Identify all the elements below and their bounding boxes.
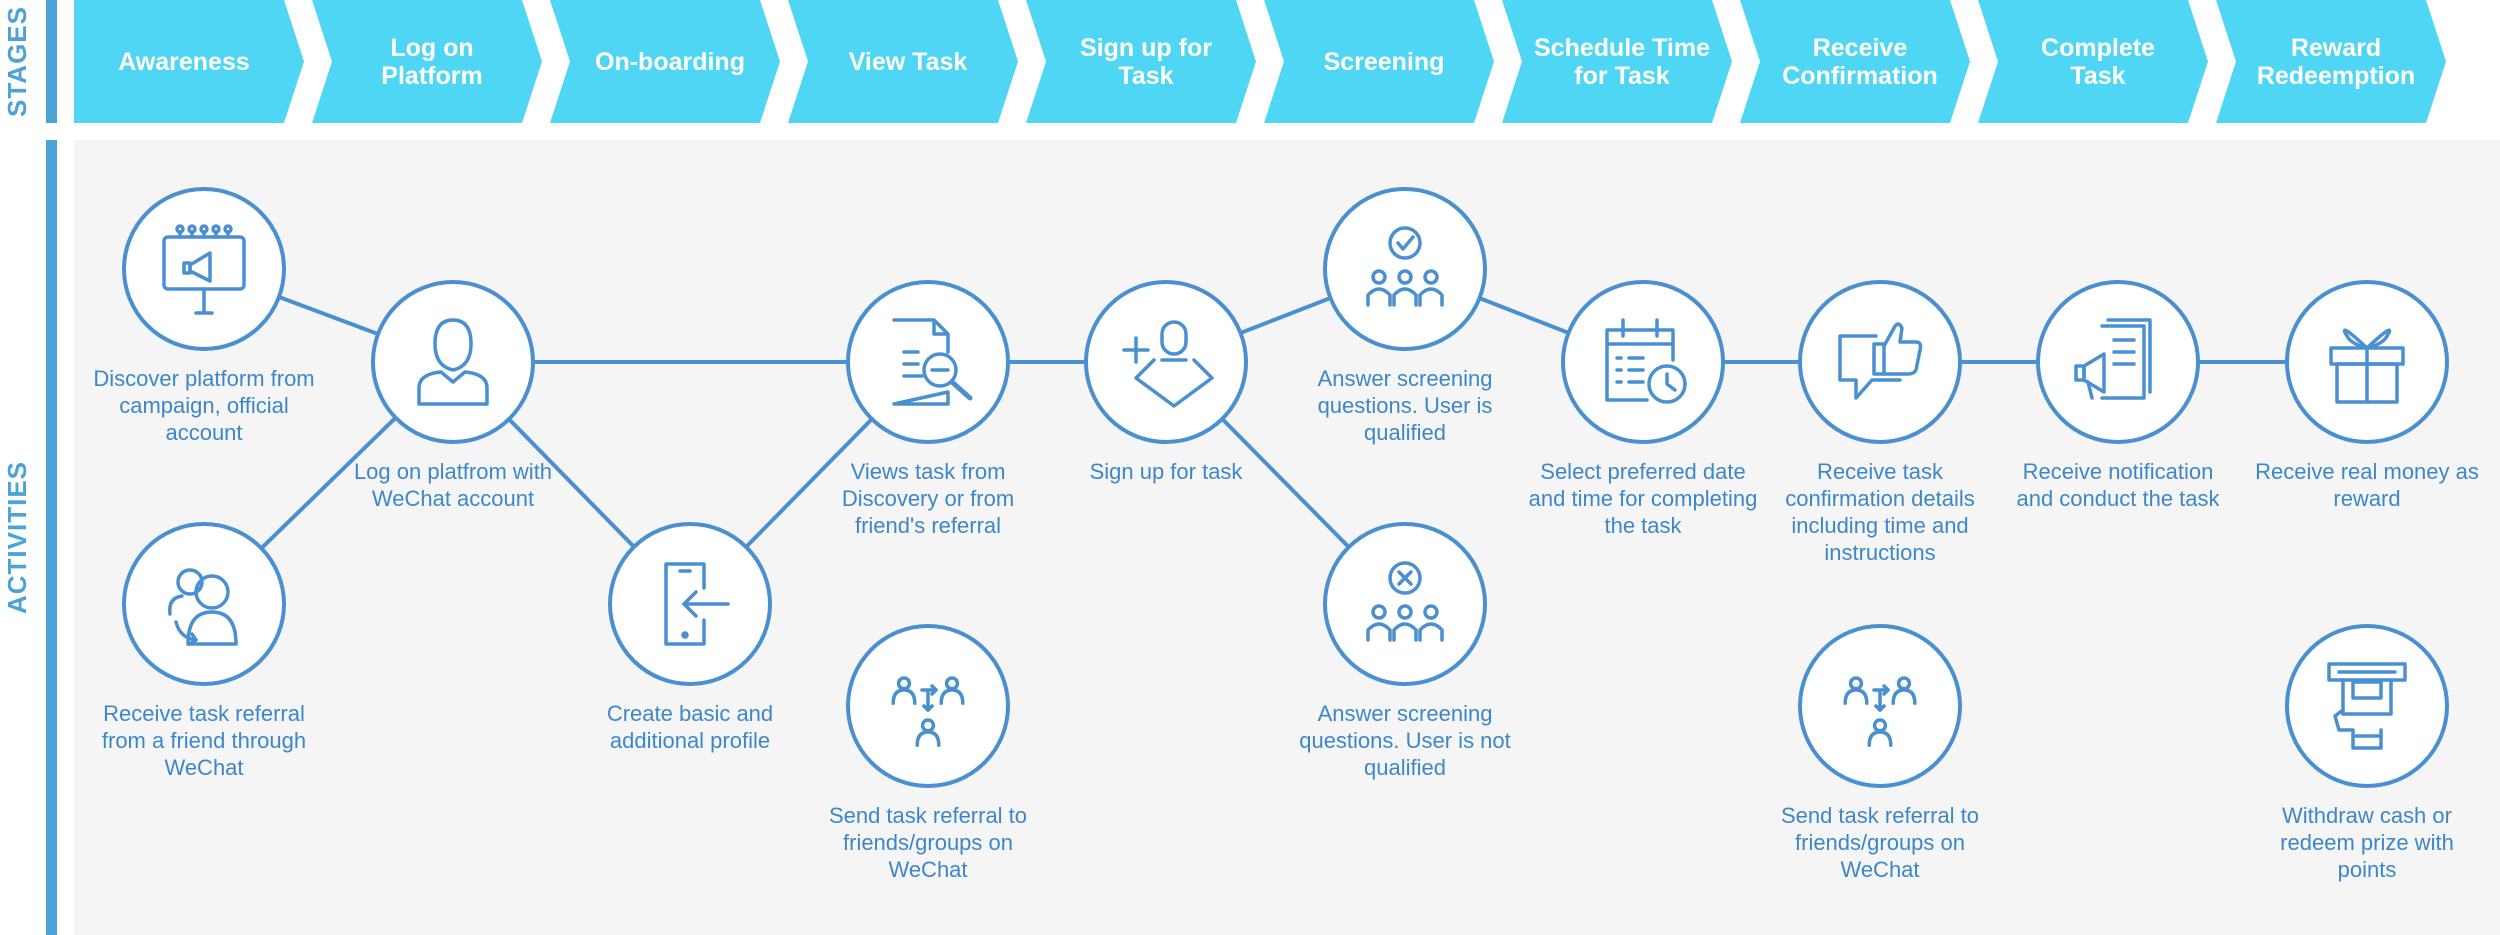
activity-node-schedule [1561, 280, 1725, 444]
document-megaphone-icon [2074, 318, 2152, 400]
people-share-icon [891, 676, 965, 747]
activity-node-confirmation [1798, 280, 1962, 444]
activity-node-discover [122, 187, 286, 351]
user-icon [417, 318, 489, 406]
atm-cash-icon [2327, 662, 2407, 750]
activity-caption: Views task from Discovery or from friend… [841, 459, 1015, 538]
stage-chevron [788, 0, 1018, 123]
activity-node-log-on [371, 280, 535, 444]
activity-caption: Withdraw cash or redeem prize with point… [2280, 803, 2454, 882]
activity-caption: Receive notification and conduct the tas… [2016, 459, 2220, 511]
stages-chevron-row [74, 0, 2446, 123]
gift-icon [2329, 328, 2405, 404]
stage-label: On-boarding [595, 47, 745, 76]
stage-chevron [1502, 0, 1732, 123]
activities-bar [46, 140, 57, 935]
calendar-clock-icon [1605, 318, 1687, 404]
billboard-megaphone-icon [162, 224, 246, 315]
activity-node-create-profile [608, 522, 772, 686]
activity-caption: Select preferred date and time for compl… [1528, 459, 1758, 538]
stage-chevron [74, 0, 304, 123]
stage-label: Complete Task [2041, 33, 2155, 90]
stage-label: Awareness [118, 47, 250, 76]
stage-chevron [1026, 0, 1256, 123]
activity-caption: Send task referral to friends/groups on … [828, 803, 1028, 882]
activity-caption: Create basic and additional profile [606, 701, 774, 753]
stage-label: Screening [1323, 47, 1445, 76]
activity-caption: Send task referral to friends/groups on … [1780, 803, 1980, 882]
activity-caption: Receive task confirmation details includ… [1785, 459, 1975, 565]
activity-node-receive-referral [122, 522, 286, 686]
stage-label: Log on Platform [381, 33, 483, 90]
user-refresh-icon [168, 568, 238, 646]
activity-node-not-qualified [1323, 522, 1487, 686]
activity-caption: Answer screening questions. User is not … [1299, 701, 1511, 780]
document-search-icon [892, 318, 973, 406]
group-cross-icon [1366, 561, 1444, 642]
activity-caption: Log on platfrom with WeChat account [353, 459, 553, 511]
stage-chevron [312, 0, 542, 123]
stage-label: Schedule Time for Task [1534, 33, 1710, 90]
activities-panel [74, 140, 2500, 935]
activity-node-notification [2036, 280, 2200, 444]
stage-label: View Task [848, 47, 968, 76]
stage-chevron [550, 0, 780, 123]
activity-caption: Receive task referral from a friend thro… [101, 701, 307, 780]
people-share-icon [1843, 676, 1917, 747]
activity-caption: Answer screening questions. User is qual… [1317, 366, 1493, 445]
stage-label: Receive Confirmation [1782, 33, 1938, 90]
activity-node-sign-up [1084, 280, 1248, 444]
stage-chevron [1264, 0, 1494, 123]
add-user-icon [1122, 320, 1214, 408]
activity-caption: Receive real money as reward [2255, 459, 2479, 511]
activity-node-send-referral-1 [846, 624, 1010, 788]
phone-login-icon [664, 562, 730, 646]
activity-caption: Sign up for task [1089, 459, 1243, 484]
activity-node-views-task [846, 280, 1010, 444]
stages-bar [46, 0, 57, 123]
activity-node-reward [2285, 280, 2449, 444]
activity-node-withdraw [2285, 624, 2449, 788]
stage-chevron [2216, 0, 2446, 123]
activity-caption: Discover platform from campaign, officia… [93, 366, 315, 445]
stage-label: Reward Redeemption [2256, 33, 2416, 90]
stage-chevron [1978, 0, 2208, 123]
chat-thumbs-up-icon [1838, 322, 1923, 400]
group-check-icon [1366, 226, 1444, 307]
stage-chevron [1740, 0, 1970, 123]
activity-node-qualified [1323, 187, 1487, 351]
stage-label: Sign up for Task [1080, 33, 1212, 90]
activity-node-send-referral-2 [1798, 624, 1962, 788]
